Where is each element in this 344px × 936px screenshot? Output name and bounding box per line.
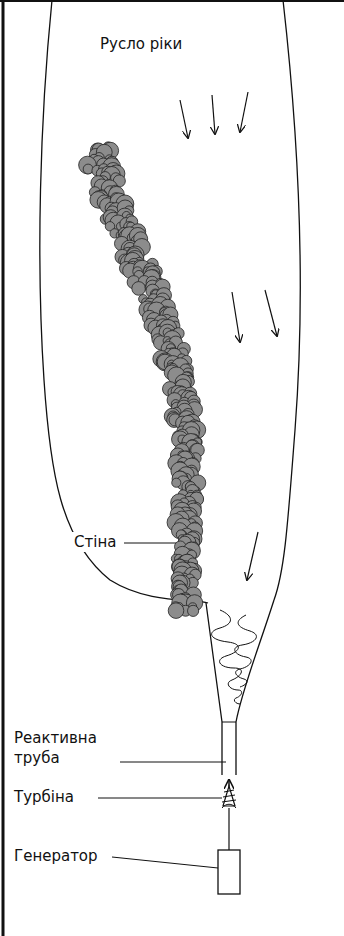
- water-swirl: [235, 615, 257, 687]
- flow-arrow: [232, 292, 240, 342]
- generator-box: [218, 850, 240, 894]
- jet-tube: [206, 603, 222, 775]
- turbine-label: Турбіна: [12, 787, 76, 807]
- river-label: Русло ріки: [98, 34, 184, 54]
- turbine-blades: [222, 790, 236, 802]
- jet-tube: [222, 722, 236, 723]
- flow-arrow: [265, 290, 277, 336]
- turbine-symbol: [222, 804, 236, 808]
- river-bank: [274, 0, 300, 600]
- flow-arrow: [212, 95, 215, 134]
- jet-tube: [236, 600, 274, 775]
- shaft-line: [228, 808, 229, 850]
- wall-stone: [172, 478, 181, 487]
- flow-arrow: [240, 92, 248, 132]
- wall-label: Стіна: [72, 532, 118, 552]
- wall-stone: [188, 605, 199, 616]
- flow-arrow: [180, 100, 188, 138]
- turbine-symbol: [223, 786, 235, 806]
- leader-line: [98, 798, 222, 799]
- water-swirl: [212, 610, 242, 704]
- wall-stone: [83, 164, 93, 174]
- leader-line: [112, 857, 218, 868]
- leader-line: [118, 762, 226, 763]
- jet-tube-label: Реактивна труба: [12, 728, 120, 769]
- wall-stone: [132, 282, 146, 296]
- river-bank: [40, 0, 208, 603]
- generator-label: Генератор: [12, 846, 100, 866]
- frame-line: [2, 0, 5, 936]
- wall-stone: [168, 603, 184, 619]
- flow-arrow: [247, 532, 258, 580]
